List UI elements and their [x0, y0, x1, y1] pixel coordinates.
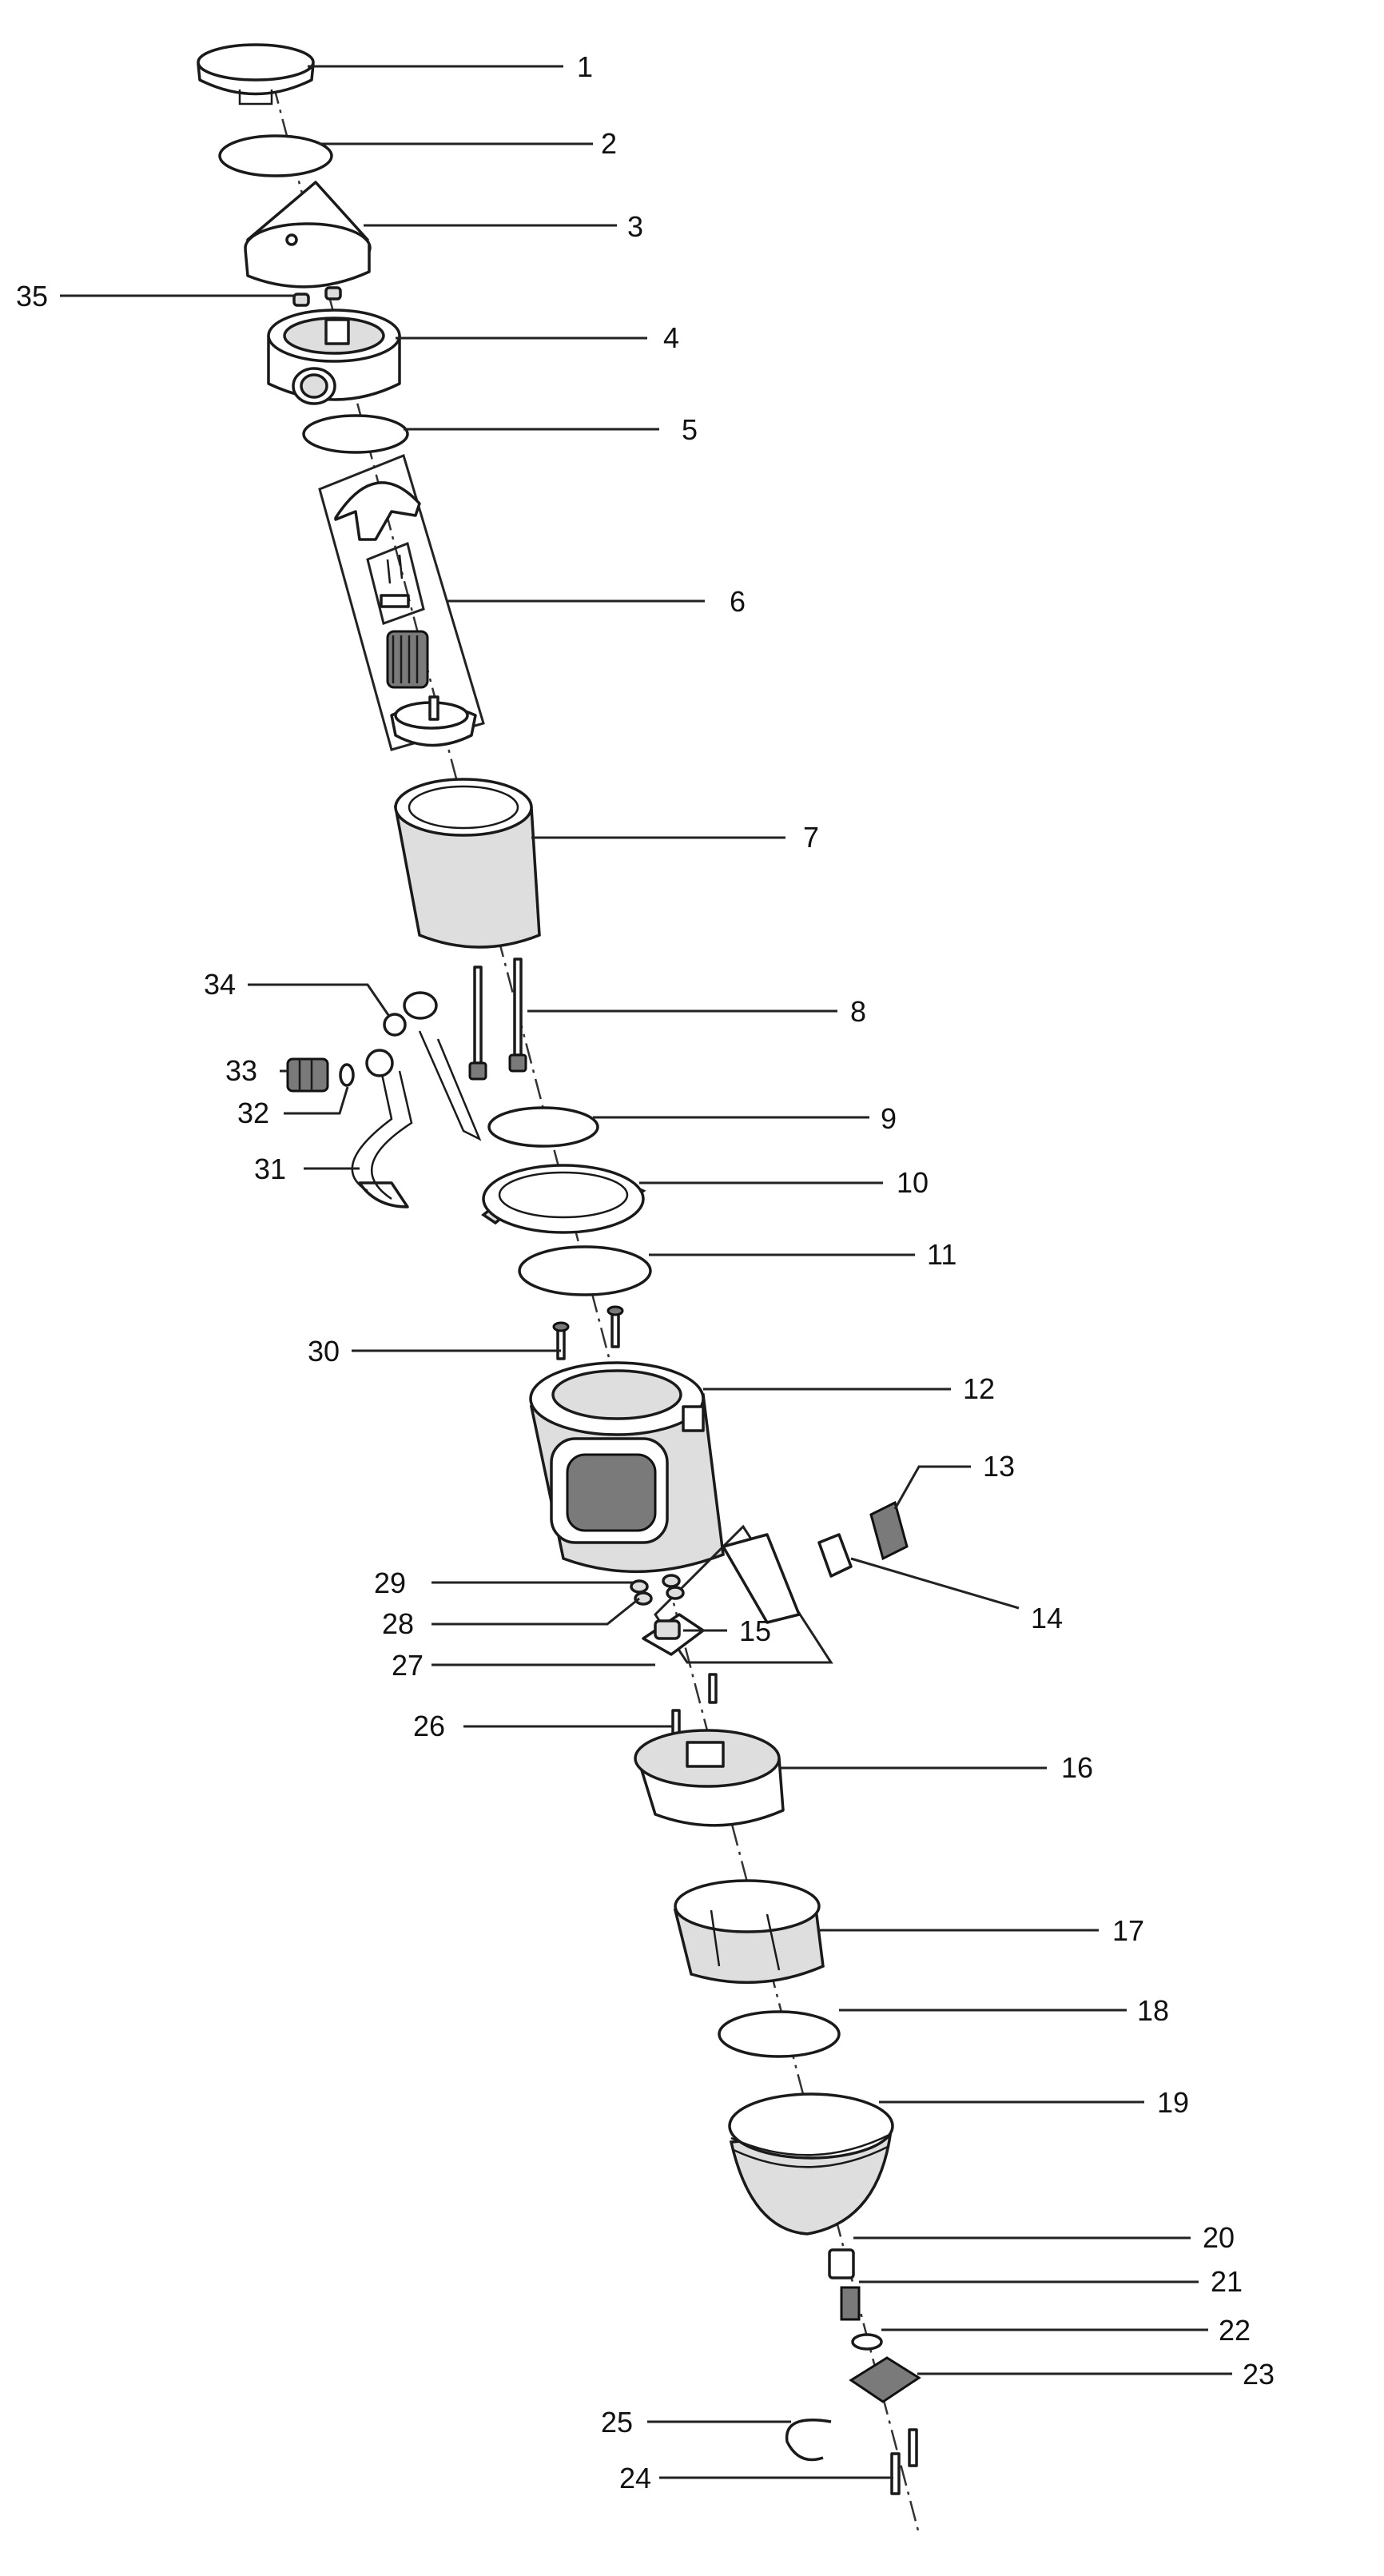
callout-26: 26 — [413, 1710, 445, 1742]
callout-19: 19 — [1157, 2086, 1189, 2119]
part-33-gland — [286, 1057, 329, 1093]
part-23-clip — [849, 2356, 921, 2403]
callout-11: 11 — [927, 1238, 956, 1271]
part-5-disc — [302, 414, 409, 454]
callout-33: 33 — [225, 1054, 257, 1087]
callout-3: 3 — [627, 210, 643, 243]
part-35-nuts — [292, 286, 342, 307]
part-26-screws — [671, 1673, 718, 1740]
callout-22: 22 — [1219, 2314, 1251, 2347]
callout-10: 10 — [897, 1166, 929, 1199]
callout-28: 28 — [382, 1607, 414, 1640]
leader-lines — [60, 65, 1232, 2479]
part-2-disc — [218, 134, 333, 177]
part-31-bracket — [351, 1030, 482, 1208]
part-19-bottom-cup — [728, 2092, 894, 2236]
part-18-oring — [718, 2010, 841, 2058]
callout-27: 27 — [392, 1649, 424, 1682]
part-11-oring — [518, 1245, 652, 1296]
callout-24: 24 — [619, 2462, 651, 2494]
callout-23: 23 — [1243, 2358, 1275, 2391]
callout-17: 17 — [1112, 1914, 1144, 1947]
part-15-bracket — [642, 1524, 833, 1664]
callout-4: 4 — [663, 321, 679, 354]
part-10-ring — [481, 1164, 646, 1234]
part-22-washer — [851, 2333, 883, 2351]
callout-20: 20 — [1203, 2221, 1235, 2254]
callout-1: 1 — [577, 50, 593, 83]
callout-9: 9 — [881, 1102, 897, 1135]
part-12-main-body — [529, 1361, 725, 1574]
part-13-window — [869, 1500, 909, 1561]
part-14-gasket — [817, 1533, 853, 1578]
callout-31: 31 — [254, 1153, 286, 1185]
part-8-long-screws — [468, 958, 527, 1081]
part-20-sleeve — [828, 2248, 855, 2279]
callout-6: 6 — [730, 585, 746, 618]
callout-32: 32 — [237, 1097, 269, 1129]
callout-15: 15 — [739, 1614, 771, 1647]
part-9-oring — [487, 1106, 599, 1148]
part-21-spring — [840, 2286, 861, 2321]
part-32-oring — [339, 1063, 355, 1087]
part-1-cap — [197, 43, 315, 106]
callout-7: 7 — [803, 821, 819, 854]
callout-25: 25 — [601, 2406, 633, 2439]
part-24-screws — [890, 2428, 918, 2495]
callout-8: 8 — [850, 995, 866, 1028]
part-30-screws — [552, 1305, 624, 1360]
callout-18: 18 — [1137, 1994, 1169, 2027]
callout-16: 16 — [1061, 1751, 1093, 1784]
callout-2: 2 — [601, 127, 617, 160]
part-17-lower-socket — [673, 1879, 825, 1985]
callout-34: 34 — [204, 968, 236, 1001]
callout-21: 21 — [1211, 2265, 1243, 2298]
callout-13: 13 — [983, 1450, 1015, 1483]
callout-35: 35 — [16, 280, 48, 313]
callout-29: 29 — [374, 1567, 406, 1599]
callout-12: 12 — [963, 1372, 995, 1405]
part-25-ring-clip — [785, 2419, 832, 2462]
part-28-29-nuts — [630, 1574, 685, 1606]
callout-14: 14 — [1031, 1602, 1063, 1634]
callout-5: 5 — [682, 413, 698, 446]
part-7-cylinder — [393, 778, 541, 949]
part-3-cone — [244, 181, 372, 289]
part-34-cap-knob — [365, 991, 438, 1077]
callout-30: 30 — [308, 1335, 340, 1368]
part-4-housing — [267, 309, 401, 405]
part-6-internal-assembly — [318, 453, 485, 751]
part-16-socket — [634, 1729, 785, 1827]
